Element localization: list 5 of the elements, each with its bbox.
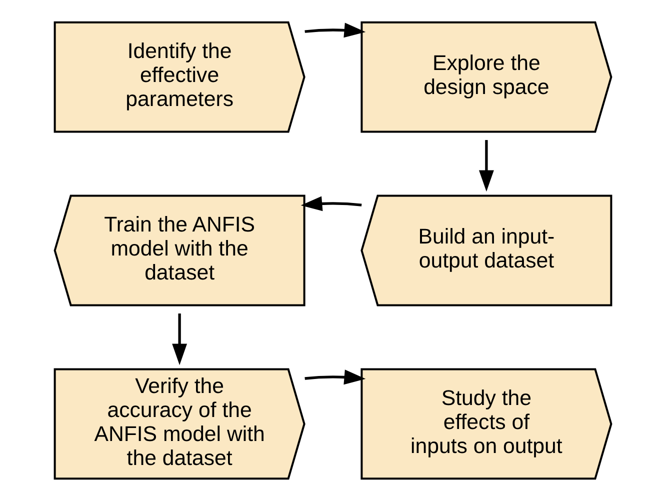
arrow (478, 140, 494, 192)
arrow (300, 196, 362, 211)
arrow (172, 313, 188, 365)
arrow (304, 22, 366, 38)
arrow (304, 369, 366, 384)
